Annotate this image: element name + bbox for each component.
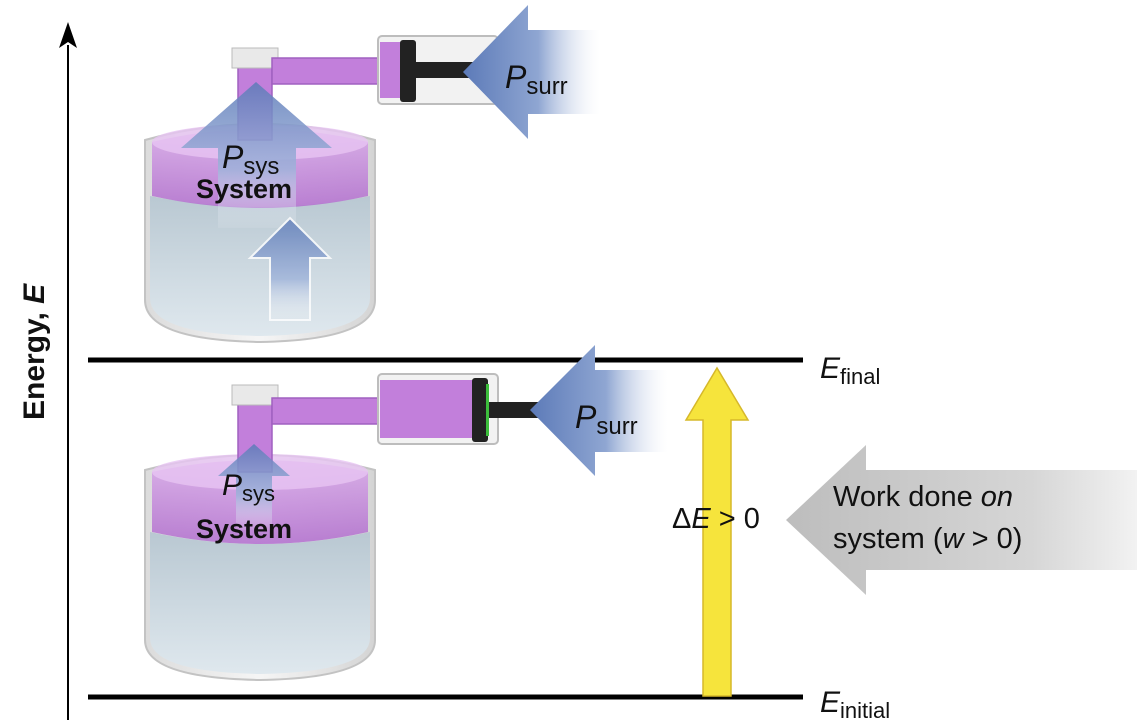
apparatus-compressed: Psurr Psys System — [144, 345, 668, 682]
liquid — [150, 196, 370, 336]
pipe-horizontal — [271, 397, 383, 425]
piston-head — [472, 378, 488, 442]
p-sys-label: Psys — [222, 139, 279, 180]
liquid-up-arrow — [247, 216, 333, 321]
p-surr-label: Psurr — [575, 399, 638, 440]
apparatus-expanded: Psurr Psys System — [144, 5, 600, 344]
liquid — [150, 532, 370, 674]
system-label: System — [196, 174, 292, 204]
final-energy-label: Efinal — [820, 352, 880, 389]
axis-arrowhead — [59, 22, 77, 48]
p-sys-arrow — [181, 82, 332, 228]
p-surr-label: Psurr — [505, 59, 568, 100]
delta-e-label: ΔE > 0 — [672, 503, 760, 535]
p-surr-arrow — [530, 345, 668, 476]
pipe-horizontal — [271, 57, 383, 85]
piston-head — [400, 40, 416, 102]
p-sys-arrow — [218, 444, 290, 530]
work-label-line1: Work done on — [833, 481, 1013, 513]
energy-axis-label: Energy, E — [18, 283, 51, 420]
system-label: System — [196, 514, 292, 544]
piston-rod — [416, 62, 478, 78]
p-sys-label: Psys — [222, 469, 275, 506]
p-surr-arrow — [463, 5, 600, 139]
work-arrow — [786, 445, 1137, 595]
work-label-line2: system (w > 0) — [833, 523, 1022, 555]
delta-e-arrow — [684, 366, 750, 697]
initial-energy-label: Einitial — [820, 686, 890, 722]
